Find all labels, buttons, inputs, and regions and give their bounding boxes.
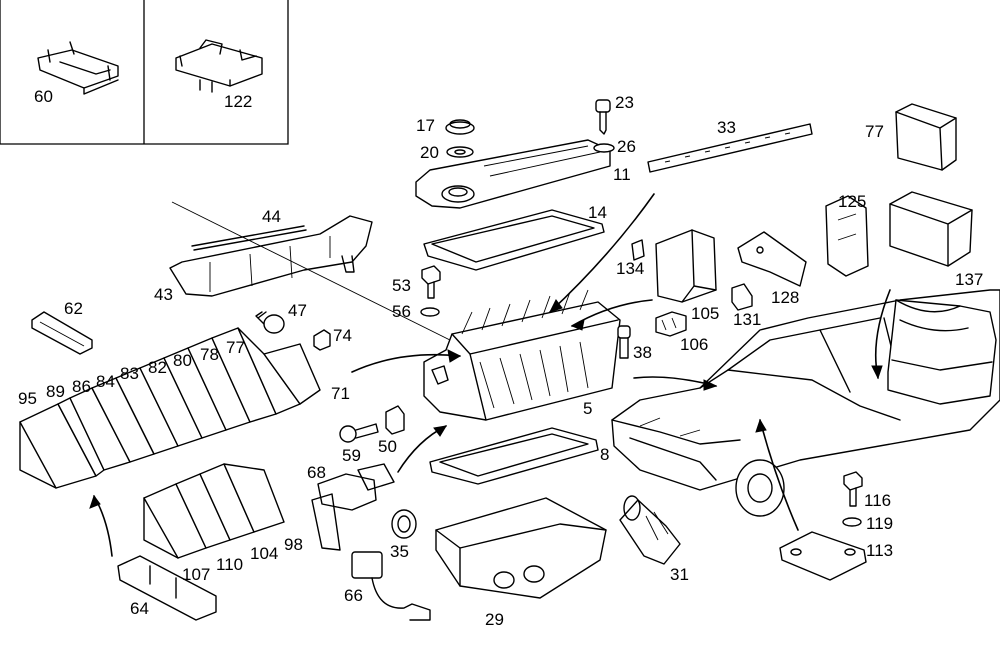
callout-82: 82 [148,358,167,377]
part-50-bracket [385,405,405,435]
callout-50: 50 [378,437,397,456]
callout-60: 60 [34,87,53,106]
part-44-rod [191,225,307,251]
part-77-module [895,103,957,171]
callout-64: 64 [130,599,149,618]
callout-134: 134 [616,259,644,278]
callout-53: 53 [392,276,411,295]
part-20-washer [446,146,474,158]
part-29-housing [435,497,607,599]
callout-29: 29 [485,610,504,629]
part-47-screw [255,311,285,334]
part-64-holder [117,555,217,621]
part-53-bolt [421,265,441,299]
part-59-bolt [339,423,379,443]
part-116-bolt [843,471,863,507]
callout-110: 110 [216,555,243,574]
relay-bank-lower [143,463,285,559]
callout-106: 106 [680,335,708,354]
callout-26: 26 [617,137,636,156]
callout-20: 20 [420,143,439,162]
part-131-clip [731,283,753,311]
part-137-module [889,191,973,267]
part-23-screw [595,99,611,135]
callout-62: 62 [64,299,83,318]
part-38-screw [617,325,631,359]
callout-5: 5 [583,399,592,418]
callout-35: 35 [390,542,409,561]
callout-59: 59 [342,446,361,465]
callout-89: 89 [46,382,65,401]
callout-113: 113 [866,541,893,560]
part-14-seal [423,209,605,271]
callout-131: 131 [733,310,761,329]
callout-71: 71 [331,384,350,403]
callout-47: 47 [288,301,307,320]
callout-33: 33 [717,118,736,137]
callout-119: 119 [866,514,893,533]
part-105-module [655,229,717,303]
part-43-bracket [169,215,373,297]
part-106-connector [655,311,687,337]
callout-56: 56 [392,302,411,321]
callout-23: 23 [615,93,634,112]
part-31-duct [619,495,681,565]
callout-77-module: 77 [865,122,884,141]
callout-43: 43 [154,285,173,304]
callout-11: 11 [613,165,631,184]
callout-105: 105 [691,304,719,323]
part-119-washer [842,517,862,527]
part-33-rail [647,123,813,173]
part-8-seal [429,427,599,485]
callout-66: 66 [344,586,363,605]
part-17-grommet [445,119,475,135]
callout-labels: 60 122 17 20 23 26 11 33 77 14 44 125 13… [18,87,983,629]
callout-122: 122 [224,92,252,111]
part-134-clip [631,239,645,261]
part-26-washer [593,143,615,153]
part-122-socket [175,39,263,93]
part-11-cover [415,139,611,209]
callout-17: 17 [416,116,435,135]
part-68-relay [311,463,395,551]
callout-107: 107 [182,565,210,584]
callout-68: 68 [307,463,326,482]
callout-83: 83 [120,364,139,383]
part-113-bracket [779,531,867,581]
callout-78: 78 [200,345,219,364]
callout-98: 98 [284,535,303,554]
callout-137: 137 [955,270,983,289]
callout-38: 38 [633,343,652,362]
callout-74: 74 [333,326,352,345]
part-56-washer [420,307,440,317]
callout-128: 128 [771,288,799,307]
part-60-bracket [37,41,119,95]
callout-116: 116 [864,491,891,510]
part-62-clip [31,311,93,355]
callout-77-relay: 77 [226,338,245,357]
part-5-relay-box [423,289,621,421]
part-125-plate [825,195,869,277]
relay-bank-upper [19,327,321,489]
leader-arrows [351,193,891,531]
part-74-fuse [313,329,331,351]
part-35-ring [391,509,417,539]
callout-125: 125 [838,192,866,211]
callout-31: 31 [670,565,689,584]
callout-95: 95 [18,389,37,408]
callout-14: 14 [588,203,607,222]
callout-44: 44 [262,207,281,226]
callout-80: 80 [173,351,192,370]
part-128-bracket [737,231,807,287]
callout-104: 104 [250,544,278,563]
inset-frame [0,0,289,145]
callout-84: 84 [96,372,115,391]
callout-86: 86 [72,377,91,396]
rear-seat [887,299,997,405]
part-66-connector [351,551,431,621]
callout-8: 8 [600,445,609,464]
